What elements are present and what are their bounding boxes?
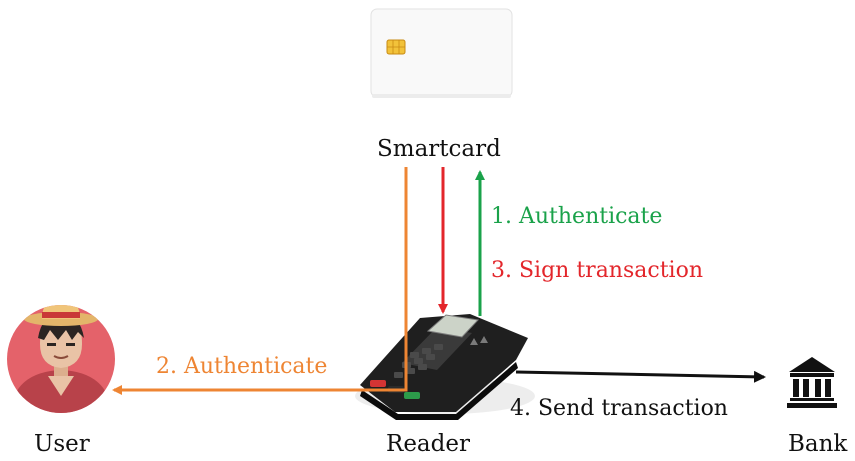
bank-building-icon (787, 357, 837, 408)
user-avatar-icon (7, 305, 115, 413)
step4-label: 4. Send transaction (510, 396, 728, 421)
step3-label: 3. Sign transaction (491, 258, 703, 283)
card-reader-terminal-icon (355, 314, 535, 420)
smartcard-label: Smartcard (377, 136, 501, 162)
arrow-step4-send-transaction (515, 370, 766, 383)
step2-label: 2. Authenticate (156, 354, 328, 379)
user-label: User (34, 431, 90, 457)
reader-label: Reader (386, 431, 470, 457)
smartcard-chip-icon (370, 8, 513, 98)
bank-label: Bank (788, 431, 848, 457)
arrow-step2-authenticate (112, 167, 408, 395)
step1-label: 1. Authenticate (491, 204, 663, 229)
